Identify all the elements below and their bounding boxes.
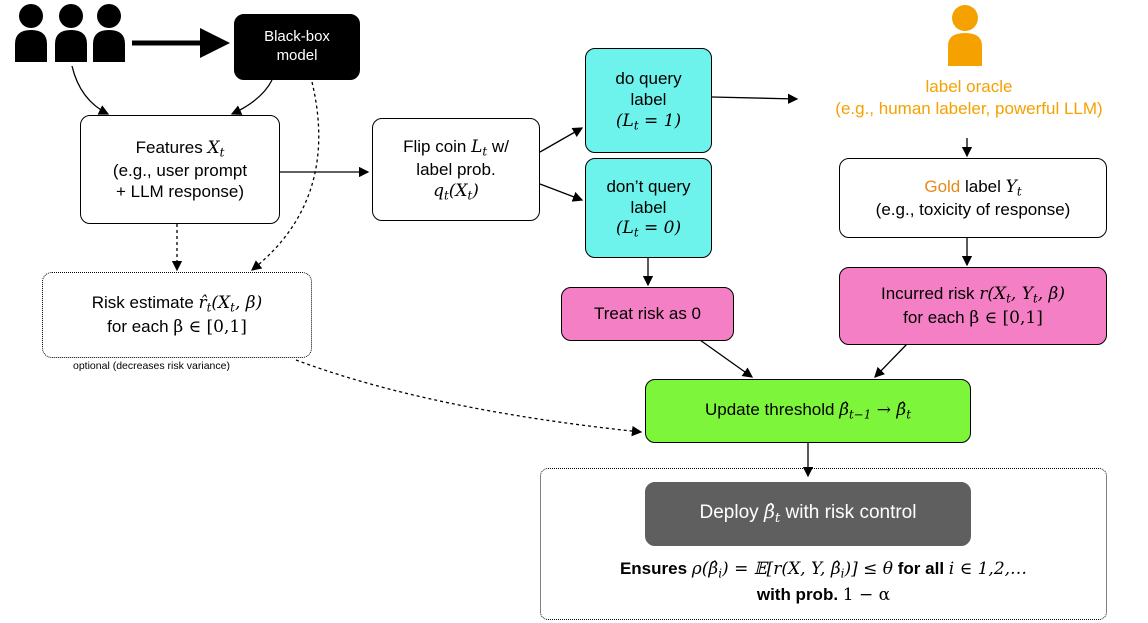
do-query-eq: (Lt = 1) (615, 110, 682, 133)
dont-query-line1: don’t query (606, 176, 691, 196)
deploy-box: Deploy β̂t with risk control (645, 482, 971, 546)
features-title: Features Xt (135, 137, 225, 160)
features-example-1: (e.g., user prompt (112, 160, 248, 180)
optional-note: optional (decreases risk variance) (73, 360, 230, 372)
label-oracle-example: (e.g., human labeler, powerful LLM) (835, 99, 1103, 119)
flip-coin-line1: Flip coin Lt w/ (403, 136, 509, 159)
gold-label-box: Gold label Yt (e.g., toxicity of respons… (839, 158, 1107, 238)
do-query-box: do query label (Lt = 1) (585, 48, 712, 153)
black-box-model: Black-box model (234, 14, 360, 80)
risk-estimate-title: Risk estimate r̂t(Xt, β) (91, 293, 263, 315)
incurred-risk-box: Incurred risk r(Xt, Yt, β) for each β ∈ … (839, 267, 1107, 345)
risk-estimate-box: Risk estimate r̂t(Xt, β) for each β ∈ [0… (42, 272, 312, 358)
gold-label-title: Gold label Yt (924, 176, 1022, 199)
flip-coin-line2: label prob. (416, 160, 496, 180)
incurred-risk-title: Incurred risk r(Xt, Yt, β) (881, 284, 1065, 306)
black-box-label-1: Black-box (264, 28, 330, 46)
users-icon (15, 4, 125, 62)
dont-query-box: don’t query label (Lt = 0) (585, 158, 712, 258)
features-example-2: + LLM response) (115, 182, 245, 202)
dont-query-line2: label (630, 197, 667, 217)
label-oracle: label oracle (e.g., human labeler, power… (796, 76, 1142, 120)
dont-query-eq: (Lt = 0) (615, 218, 682, 240)
deploy-container (540, 468, 1107, 620)
label-oracle-title: label oracle (925, 77, 1013, 96)
guarantee-line1: Ensures ρ(β̂i) = 𝔼[r(X, Y, β̂i)] ≤ θ for… (619, 559, 1028, 581)
deploy-label: Deploy β̂t with risk control (699, 500, 917, 526)
flip-coin-prob: qt(Xt) (433, 180, 479, 203)
guarantee-line2: with prob. 1 − α (756, 584, 891, 605)
update-threshold-label: Update threshold β̂t−1 → β̂t (704, 400, 911, 422)
do-query-line2: label (630, 90, 667, 110)
do-query-line1: do query (615, 69, 682, 89)
gold-label-example: (e.g., toxicity of response) (875, 200, 1071, 220)
guarantee-text: Ensures ρ(β̂i) = 𝔼[r(X, Y, β̂i)] ≤ θ for… (544, 557, 1103, 607)
flip-coin-box: Flip coin Lt w/ label prob. qt(Xt) (372, 118, 540, 221)
person-icon (948, 5, 982, 66)
treat-risk-box: Treat risk as 0 (561, 287, 734, 341)
treat-risk-label: Treat risk as 0 (593, 304, 702, 324)
risk-estimate-range: for each β ∈ [0,1] (107, 316, 247, 337)
incurred-risk-range: for each β ∈ [0,1] (903, 307, 1043, 328)
black-box-label-2: model (276, 47, 318, 64)
features-box: Features Xt (e.g., user prompt + LLM res… (80, 115, 280, 224)
update-threshold-box: Update threshold β̂t−1 → β̂t (645, 379, 971, 443)
